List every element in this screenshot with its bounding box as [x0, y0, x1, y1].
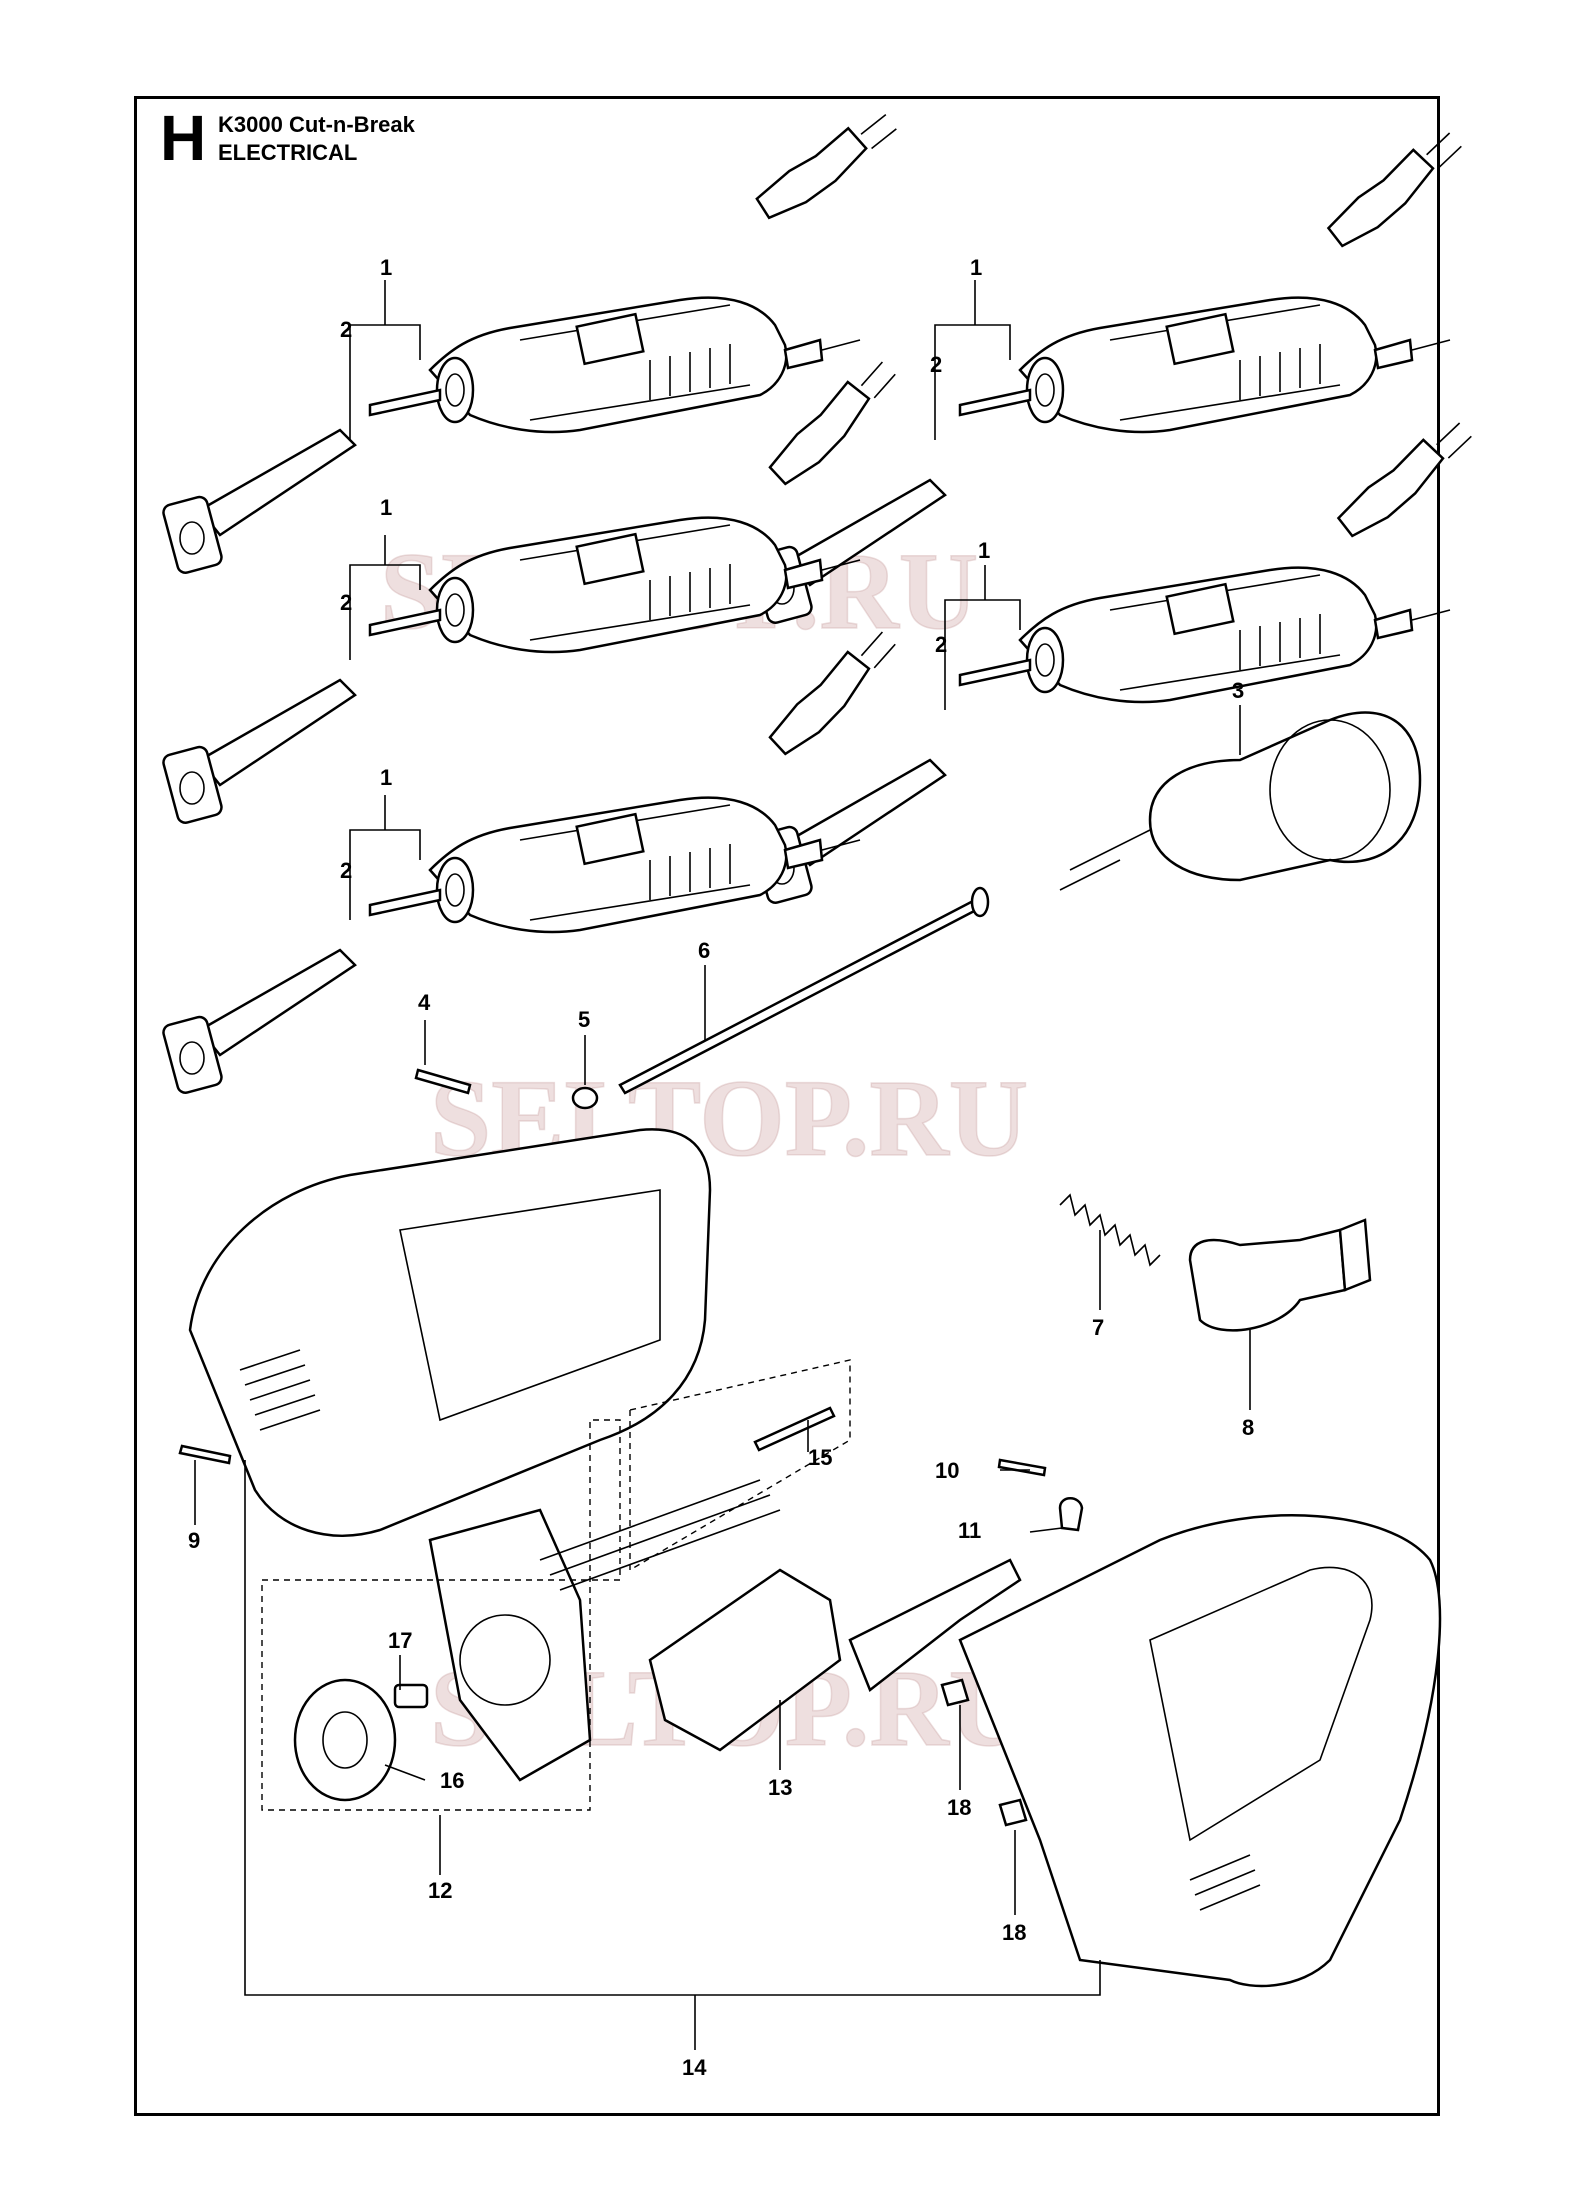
diagram-frame [134, 96, 1440, 2116]
prcd-sleeve-4 [750, 758, 947, 906]
callout-18: 18 [1002, 1920, 1026, 1945]
prcd-plug-4 [1322, 419, 1490, 540]
prcd-device-1 [368, 296, 862, 434]
callout-1: 1 [380, 255, 392, 280]
callout-2: 2 [340, 317, 352, 342]
callout-5: 5 [578, 1007, 590, 1032]
screw-part-10 [997, 1458, 1047, 1477]
callout-2: 2 [340, 858, 352, 883]
prcd-device-2 [958, 296, 1452, 434]
callout-14: 14 [682, 2055, 707, 2080]
leader-lines [194, 280, 1251, 2050]
callout-16: 16 [440, 1768, 464, 1793]
screw-part-9 [178, 1444, 232, 1465]
prcd-plug-1 [743, 111, 912, 221]
nut-part-18b [998, 1798, 1028, 1827]
callout-10: 10 [935, 1458, 959, 1483]
bushing-part-17 [393, 1683, 429, 1709]
callout-12: 12 [428, 1878, 452, 1903]
pin-part-15 [753, 1406, 836, 1452]
rod-head [970, 886, 990, 918]
callout-1: 1 [380, 495, 392, 520]
callout-2: 2 [930, 352, 942, 377]
switch-part-13 [648, 1558, 1022, 1752]
callout-4: 4 [418, 990, 431, 1015]
clip-part-11 [1058, 1497, 1084, 1532]
housing-right-half [958, 1514, 1442, 1988]
housing-left-half [188, 1128, 712, 1537]
prcd-sleeve-5 [160, 948, 357, 1096]
callout-18: 18 [947, 1795, 971, 1820]
callout-1: 1 [978, 538, 990, 563]
prcd-device-4 [958, 566, 1452, 704]
connector-part-3 [1059, 711, 1422, 891]
callout-2: 2 [935, 632, 947, 657]
diagram-title: K3000 Cut-n-Break [218, 112, 415, 137]
switch-assembly-part-12 [428, 1479, 781, 1782]
screw-part-4 [414, 1068, 472, 1095]
callout-8: 8 [1242, 1415, 1254, 1440]
callout-13: 13 [768, 1775, 792, 1800]
callout-17: 17 [388, 1628, 412, 1653]
callout-9: 9 [188, 1528, 200, 1553]
callout-11: 11 [958, 1518, 981, 1543]
callout-15: 15 [808, 1445, 832, 1470]
callout-2: 2 [340, 590, 352, 615]
prcd-plug-2 [1312, 129, 1480, 250]
diagram-subtitle: ELECTRICAL [218, 140, 358, 165]
spring-part-7 [1059, 1193, 1161, 1267]
lever-part-8 [1188, 1218, 1372, 1332]
washer-part-5 [571, 1086, 599, 1110]
prcd-sleeve-1 [160, 428, 357, 576]
callout-6: 6 [698, 938, 710, 963]
prcd-sleeve-3 [160, 678, 357, 826]
wheel-part-16 [293, 1678, 397, 1802]
nut-part-18a [940, 1678, 970, 1707]
group-box-part-12 [261, 1419, 621, 1811]
prcd-device-5 [368, 796, 862, 934]
callout-7: 7 [1092, 1315, 1104, 1340]
callout-3: 3 [1232, 678, 1244, 703]
callout-1: 1 [970, 255, 982, 280]
callout-1: 1 [380, 765, 392, 790]
section-letter: H [160, 102, 207, 174]
